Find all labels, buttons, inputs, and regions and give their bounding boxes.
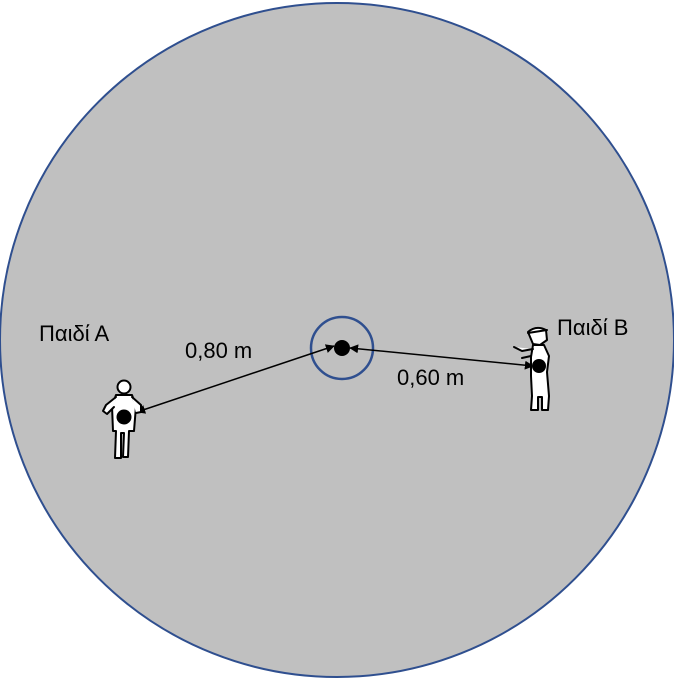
distance-arrow-b xyxy=(349,344,534,370)
child-standing-front-icon xyxy=(102,379,142,459)
distance-b-label: 0,60 m xyxy=(397,365,464,390)
child-a-label: Παιδί Α xyxy=(39,321,110,346)
center-point xyxy=(334,340,350,356)
distance-arrow-a xyxy=(136,344,335,414)
child-standing-side-icon xyxy=(513,326,550,411)
child-b-label: Παιδί Β xyxy=(557,315,628,340)
distance-a-label: 0,80 m xyxy=(185,338,252,363)
